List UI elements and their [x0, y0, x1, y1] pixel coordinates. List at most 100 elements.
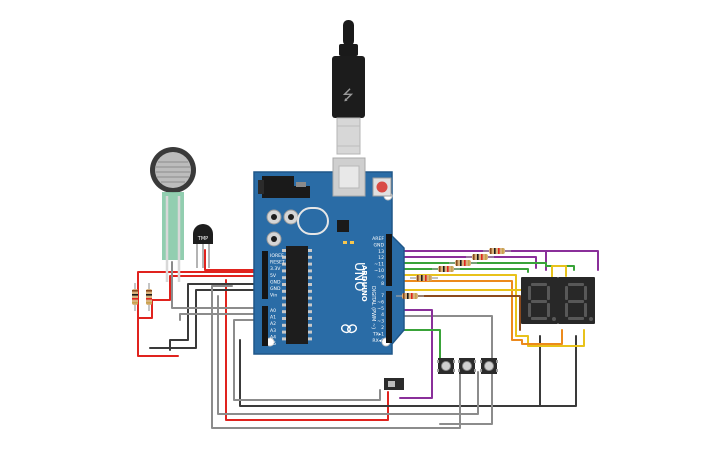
- segment: [531, 300, 547, 303]
- reset-button[interactable]: [376, 181, 388, 193]
- resistor[interactable]: [146, 283, 152, 311]
- wire-yellow-9[interactable]: [391, 274, 585, 347]
- digital-header-top[interactable]: [386, 234, 392, 286]
- pushbutton-cap[interactable]: [462, 361, 472, 371]
- segment: [565, 303, 568, 317]
- force-sensitive-resistor[interactable]: [150, 147, 196, 282]
- resistor[interactable]: [132, 283, 138, 311]
- usb-plug-body: [332, 56, 365, 118]
- digital-pin-label-bottom-4: ~3: [377, 319, 384, 325]
- digital-header-label: DIGITAL (PWM ~): [370, 286, 376, 329]
- wire-green-btn[interactable]: [395, 329, 441, 359]
- board-brand: ARDUINO: [360, 265, 368, 302]
- digital-pin-label-bottom-1: ~6: [377, 299, 384, 305]
- resistor[interactable]: [410, 275, 438, 281]
- segment: [565, 286, 568, 300]
- temp-sensor-label: TMP: [197, 236, 208, 242]
- pushbutton-3[interactable]: [480, 358, 498, 374]
- resistor[interactable]: [396, 293, 424, 299]
- segment: [531, 283, 547, 286]
- wire-gray-a1[interactable]: [179, 313, 263, 321]
- wire-black-ground-bus2[interactable]: [399, 335, 577, 407]
- resistor[interactable]: [449, 260, 477, 266]
- analog-pin-label-5: A5: [270, 341, 276, 347]
- analog-pin-label-2: A2: [270, 321, 276, 327]
- segment: [547, 303, 550, 317]
- wire-yellow-6[interactable]: [391, 265, 567, 291]
- wire-red-temp[interactable]: [204, 249, 263, 271]
- wire-orange-8[interactable]: [391, 280, 563, 345]
- digital-pin-label-top-2: 13: [378, 249, 384, 255]
- segment: [568, 300, 584, 303]
- power-pin-label-1: RESET: [270, 260, 285, 266]
- resistor[interactable]: [483, 248, 511, 254]
- digital-pin-label-bottom-6: TX▸1: [372, 331, 384, 337]
- dc-power-jack: [262, 176, 294, 198]
- segment: [528, 286, 531, 300]
- digital-pin-label-bottom-0: 7: [381, 293, 384, 299]
- wire-black-gnd1[interactable]: [169, 283, 263, 351]
- decimal-point: [589, 317, 593, 321]
- segment: [568, 283, 584, 286]
- arduino-uno-board[interactable]: ARDUINO UNO DIGITAL (PWM ~) IOREFRESET3.…: [253, 157, 405, 355]
- digital-pin-label-top-5: ~10: [374, 268, 384, 274]
- wire-black-ground-bus[interactable]: [239, 335, 541, 407]
- seven-segment-display-left[interactable]: [521, 277, 558, 324]
- digital-pin-label-bottom-5: 2: [381, 325, 384, 331]
- decimal-point: [552, 317, 556, 321]
- digital-pin-label-top-0: AREF: [372, 236, 384, 242]
- segment: [568, 317, 584, 320]
- power-header[interactable]: [262, 251, 268, 299]
- fsr-tail: [162, 192, 184, 260]
- analog-pin-label-0: A0: [270, 308, 276, 314]
- power-pin-label-6: Vin: [270, 293, 277, 299]
- voltage-regulator: [292, 186, 310, 198]
- analog-pin-label-1: A1: [270, 315, 276, 321]
- digital-pin-label-top-1: GND: [373, 242, 384, 248]
- wire-red-sensor[interactable]: [137, 275, 263, 319]
- pushbutton-cap[interactable]: [441, 361, 451, 371]
- wire-red-5v[interactable]: [137, 271, 263, 357]
- digital-pin-label-bottom-3: 4: [381, 312, 384, 318]
- pushbutton-cap[interactable]: [484, 361, 494, 371]
- power-pin-label-4: GND: [270, 279, 281, 285]
- pushbutton-1[interactable]: [437, 358, 455, 374]
- wire-gray-switch[interactable]: [233, 319, 381, 401]
- wire-black-gnd2[interactable]: [149, 289, 263, 349]
- usb-cable: ⭍: [332, 20, 365, 155]
- power-pin-label-2: 3.3V: [270, 266, 281, 272]
- board-model: UNO: [351, 262, 366, 291]
- wire-purple-13b[interactable]: [545, 250, 599, 271]
- wire-gray-loop[interactable]: [211, 285, 461, 429]
- segment: [547, 286, 550, 300]
- segment: [584, 303, 587, 317]
- temperature-sensor[interactable]: TMP: [193, 224, 213, 268]
- wire-gray-loop2[interactable]: [217, 295, 479, 415]
- analog-header[interactable]: [262, 306, 268, 346]
- slide-switch-knob[interactable]: [388, 381, 395, 387]
- slide-switch[interactable]: [384, 378, 404, 390]
- wire-gray-a0[interactable]: [171, 261, 263, 309]
- wire-purple-12[interactable]: [391, 256, 537, 269]
- seven-segment-display-right[interactable]: [558, 277, 595, 324]
- digital-pin-label-top-3: 12: [378, 255, 384, 261]
- digital-pin-label-top-4: ~11: [374, 262, 384, 268]
- resistor[interactable]: [432, 266, 460, 272]
- wire-purple-switch[interactable]: [395, 309, 433, 399]
- pushbutton-2[interactable]: [458, 358, 476, 374]
- arduino-logo-icon: [340, 324, 358, 334]
- wire-green-11[interactable]: [391, 262, 575, 271]
- led-indicator: [350, 241, 354, 244]
- segment: [584, 286, 587, 300]
- wire-brown-5[interactable]: [391, 295, 521, 331]
- analog-pin-label-3: A3: [270, 328, 276, 334]
- power-pin-label-5: GND: [270, 286, 281, 292]
- digital-pin-label-bottom-2: ~5: [377, 306, 384, 312]
- resistors: [132, 248, 511, 311]
- digital-header-bottom[interactable]: [386, 291, 392, 343]
- resistor[interactable]: [466, 254, 494, 260]
- atmega-chip: [286, 246, 308, 344]
- usb-icon: ⭍: [342, 88, 354, 104]
- digital-pin-label-bottom-7: RX◂0: [372, 338, 384, 344]
